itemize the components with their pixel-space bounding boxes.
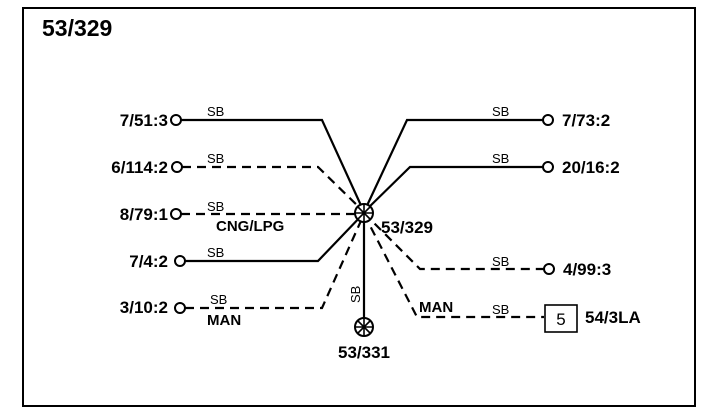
wire-line bbox=[181, 118, 366, 213]
connector-box bbox=[544, 304, 578, 333]
wire-color-label: SB bbox=[207, 104, 224, 119]
connector-label-20-16-2: 20/16:2 bbox=[562, 158, 620, 177]
wire-line bbox=[182, 165, 365, 213]
diagram-frame bbox=[22, 7, 696, 407]
wire-line bbox=[363, 165, 543, 213]
splice-symbol bbox=[354, 203, 374, 223]
ground-node-label: 53/331 bbox=[338, 343, 390, 362]
wire-8-79-1: 8/79:1 SB CNG/LPG bbox=[120, 199, 355, 235]
wire-color-label: SB bbox=[207, 151, 224, 166]
connector-pin bbox=[543, 263, 555, 275]
connector-label-54-3la: 54/3LA bbox=[585, 308, 641, 327]
wire-color-label: SB bbox=[492, 254, 509, 269]
wire-line bbox=[363, 212, 544, 271]
wire-6-114-2: 6/114:2 SB bbox=[111, 151, 365, 213]
connector-label-8-79-1: 8/79:1 bbox=[120, 205, 168, 224]
connector-label-4-99-3: 4/99:3 bbox=[563, 260, 611, 279]
wire-20-16-2: SB 20/16:2 bbox=[363, 151, 620, 213]
wire-7-73-2: SB 7/73:2 bbox=[363, 104, 610, 213]
connector-label-3-10-2: 3/10:2 bbox=[120, 298, 168, 317]
connector-label-7-51-3: 7/51:3 bbox=[120, 111, 168, 130]
connector-label-7-4-2: 7/4:2 bbox=[129, 252, 168, 271]
wire-color-label: SB bbox=[207, 245, 224, 260]
wire-color-label: SB bbox=[348, 286, 363, 303]
diagram-title: 53/329 bbox=[42, 15, 112, 41]
connector-pin bbox=[170, 208, 182, 220]
connector-pin bbox=[542, 161, 554, 173]
connector-label-7-73-2: 7/73:2 bbox=[562, 111, 610, 130]
ground-splice-symbol bbox=[354, 317, 374, 337]
wire-option-note: MAN bbox=[207, 312, 241, 329]
wire-54-3la: MAN SB 5 54/3LA bbox=[363, 213, 641, 333]
ground-wire: SB 53/331 bbox=[338, 214, 390, 362]
connector-label-6-114-2: 6/114:2 bbox=[111, 158, 168, 177]
wire-color-label: SB bbox=[207, 199, 224, 214]
wire-4-99-3: SB 4/99:3 bbox=[363, 212, 611, 279]
wire-7-4-2: 7/4:2 SB bbox=[129, 212, 365, 271]
wire-option-note: MAN bbox=[419, 299, 453, 316]
wire-option-note: CNG/LPG bbox=[216, 218, 284, 235]
wire-line bbox=[363, 213, 544, 319]
connector-pin bbox=[170, 114, 182, 126]
wire-color-label: SB bbox=[492, 151, 509, 166]
wire-color-label: SB bbox=[492, 302, 509, 317]
wire-line bbox=[185, 212, 365, 263]
wire-3-10-2: 3/10:2 SB MAN bbox=[120, 213, 366, 329]
center-splice: 53/329 bbox=[354, 203, 433, 237]
connector-pin bbox=[542, 114, 554, 126]
connector-box-number: 5 bbox=[556, 310, 565, 329]
wire-7-51-3: 7/51:3 SB bbox=[120, 104, 366, 213]
wire-line bbox=[185, 213, 366, 310]
wire-color-label: SB bbox=[210, 292, 227, 307]
wire-line bbox=[363, 118, 543, 213]
connector-pin bbox=[174, 255, 186, 267]
connector-pin bbox=[171, 161, 183, 173]
wire-color-label: SB bbox=[492, 104, 509, 119]
connector-pin bbox=[174, 302, 186, 314]
splice-label: 53/329 bbox=[381, 218, 433, 237]
